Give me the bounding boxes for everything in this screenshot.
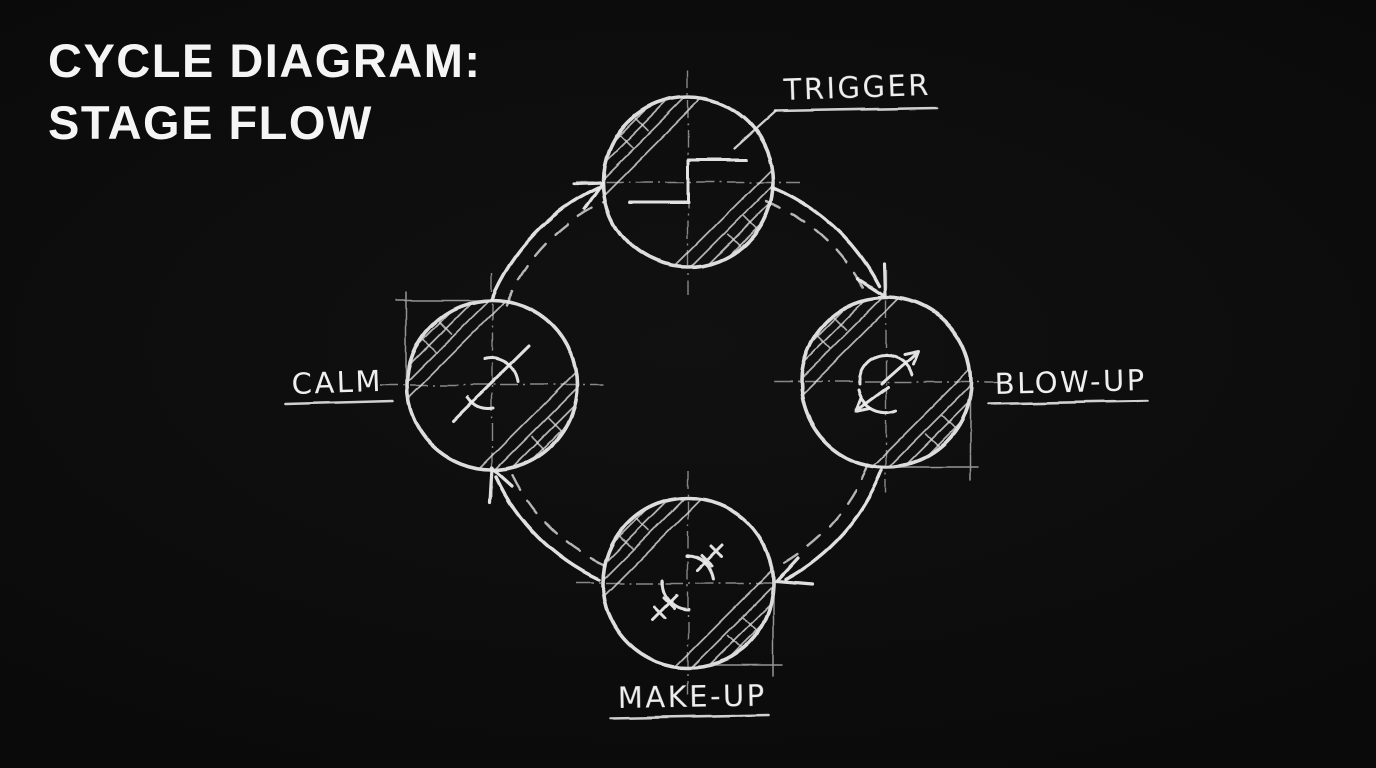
arrow-blowup-to-makeup — [774, 462, 884, 587]
calm-needle-icon — [451, 344, 531, 423]
calm-label: CALM — [291, 364, 383, 401]
makeup-underline — [608, 713, 770, 720]
blowup-underline — [986, 399, 1150, 406]
node-calm — [378, 271, 606, 499]
blowup-witness-lines — [885, 379, 979, 481]
blowup-label: BLOW-UP — [994, 363, 1147, 401]
node-trigger — [574, 68, 802, 296]
arrowhead-into-blowup — [856, 262, 887, 298]
trigger-leader-line — [732, 109, 778, 151]
node-makeup — [574, 469, 802, 697]
calm-witness-lines — [395, 291, 487, 383]
makeup-label: MAKE-UP — [618, 678, 767, 715]
page-title: CYCLE DIAGRAM: STAGE FLOW — [48, 30, 482, 154]
node-blowup — [772, 268, 1000, 496]
arrow-calm-to-trigger — [490, 181, 606, 307]
arrowhead-into-makeup — [774, 556, 814, 587]
arrow-makeup-to-calm — [488, 466, 607, 582]
makeup-reconcile-icon — [650, 544, 724, 622]
trigger-underline — [773, 106, 938, 113]
arrow-trigger-to-blowup — [764, 185, 887, 298]
page-title-line2: STAGE FLOW — [48, 96, 373, 150]
trigger-label: TRIGGER — [782, 68, 931, 107]
trigger-step-icon — [628, 158, 748, 204]
page-title-line1: CYCLE DIAGRAM: — [48, 34, 482, 87]
arrowhead-into-trigger — [572, 181, 605, 211]
blowup-burst-icon — [854, 349, 920, 414]
calm-underline — [284, 399, 394, 406]
makeup-witness-lines — [705, 577, 783, 677]
